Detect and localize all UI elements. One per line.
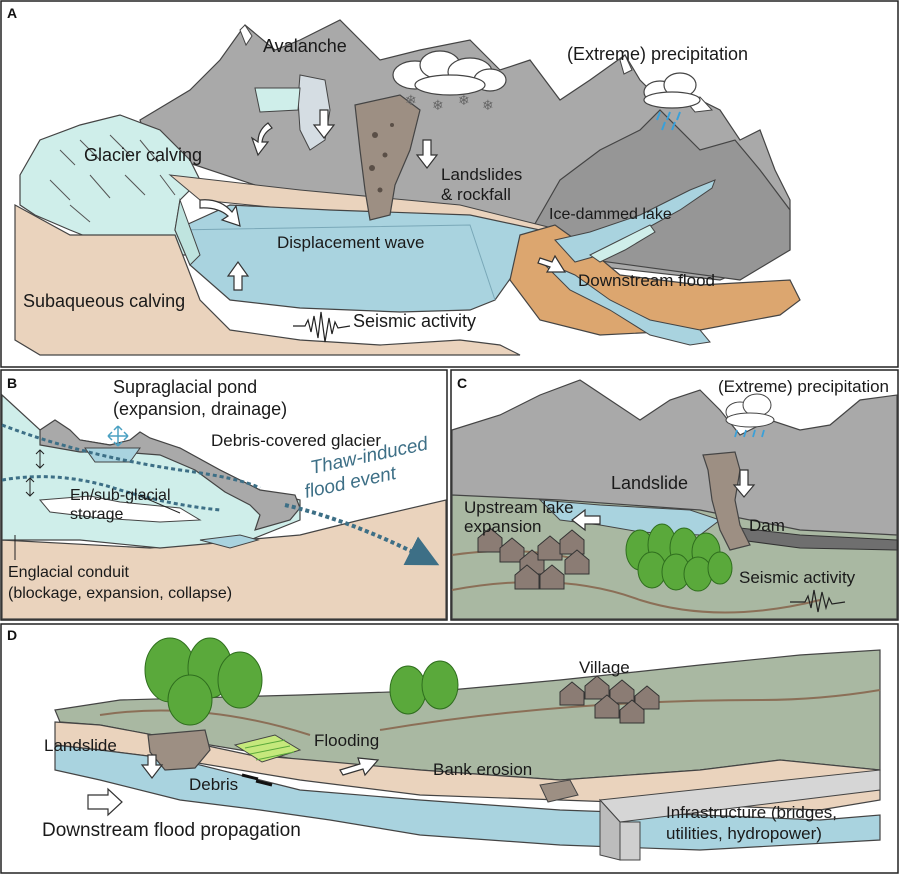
panel-a-letter: A: [7, 5, 17, 21]
label-precipitation-c: (Extreme) precipitation: [718, 377, 889, 396]
arrow-icon-d: [87, 754, 380, 817]
seismograph-icon: [293, 311, 351, 343]
label-seismic-activity-c: Seismic activity: [739, 568, 856, 587]
label-infrastructure-2: utilities, hydropower): [666, 824, 822, 843]
rain-cloud-icon-c: [725, 393, 775, 438]
label-flooding: Flooding: [314, 731, 379, 750]
label-pond-detail: (expansion, drainage): [113, 399, 287, 419]
panel-b: B Supraglacial pond (expansion, drainage…: [0, 369, 448, 621]
label-avalanche: Avalanche: [263, 36, 347, 56]
panel-c-letter: C: [457, 375, 467, 391]
label-storage: storage: [70, 506, 123, 523]
tree-cluster-icon-d: [144, 637, 459, 761]
tree-cluster-icon: [625, 523, 733, 592]
arrow-icon-c: [571, 469, 756, 532]
label-subaqueous-calving: Subaqueous calving: [23, 291, 185, 311]
label-debris: Debris: [189, 775, 238, 794]
svg-text:❄: ❄: [432, 97, 444, 113]
label-landslides: Landslides: [441, 165, 522, 184]
label-upstream-lake: Upstream lake: [464, 498, 574, 517]
village-houses-icon-d: [559, 675, 660, 724]
panel-d: D Village Landslide Flooding Debris Bank…: [0, 623, 899, 874]
snow-cloud-icon: [392, 50, 507, 96]
label-debris-covered-glacier: Debris-covered glacier: [211, 431, 381, 450]
svg-text:❄: ❄: [482, 97, 494, 113]
rain-cloud-icon: [643, 72, 701, 131]
label-downstream-flood: Downstream flood: [578, 271, 715, 290]
expansion-arrows-icon: [107, 425, 129, 447]
label-conduit-detail: (blockage, expansion, collapse): [8, 585, 232, 602]
label-englacial-conduit: Englacial conduit: [8, 564, 130, 581]
label-expansion: expansion: [464, 517, 542, 536]
label-village: Village: [579, 658, 630, 677]
label-rockfall: & rockfall: [441, 185, 511, 204]
label-seismic-activity-a: Seismic activity: [353, 311, 476, 331]
label-supraglacial-pond: Supraglacial pond: [113, 377, 257, 397]
label-landslide-c: Landslide: [611, 473, 688, 493]
svg-text:❄: ❄: [458, 92, 470, 108]
panel-a-landslide: [354, 94, 421, 221]
panel-d-river: [54, 744, 881, 851]
infrastructure-block: [598, 769, 881, 861]
svg-text:❄: ❄: [405, 92, 417, 108]
panel-b-letter: B: [7, 375, 17, 391]
label-bank-erosion: Bank erosion: [433, 760, 532, 779]
label-glacier-calving: Glacier calving: [84, 145, 202, 165]
panel-c: C (Extreme) precipitation Landslide Upst…: [450, 369, 899, 621]
label-displacement-wave: Displacement wave: [277, 233, 424, 252]
label-ice-dammed-lake: Ice-dammed lake: [549, 206, 672, 223]
panel-d-letter: D: [7, 627, 17, 643]
panel-a: ❄ ❄ ❄ ❄ A Avalan: [0, 0, 899, 368]
label-en-sub-glacial: En/sub-glacial: [70, 487, 171, 504]
label-landslide-d: Landslide: [44, 736, 117, 755]
label-precipitation-a: (Extreme) precipitation: [567, 44, 748, 64]
label-downstream-propagation: Downstream flood propagation: [42, 820, 301, 841]
arrow-icon: [199, 109, 567, 291]
seismograph-icon-c: [790, 589, 846, 613]
label-infrastructure-1: Infrastructure (bridges,: [666, 803, 837, 822]
village-houses-icon: [477, 527, 590, 590]
label-dam: Dam: [749, 516, 785, 535]
